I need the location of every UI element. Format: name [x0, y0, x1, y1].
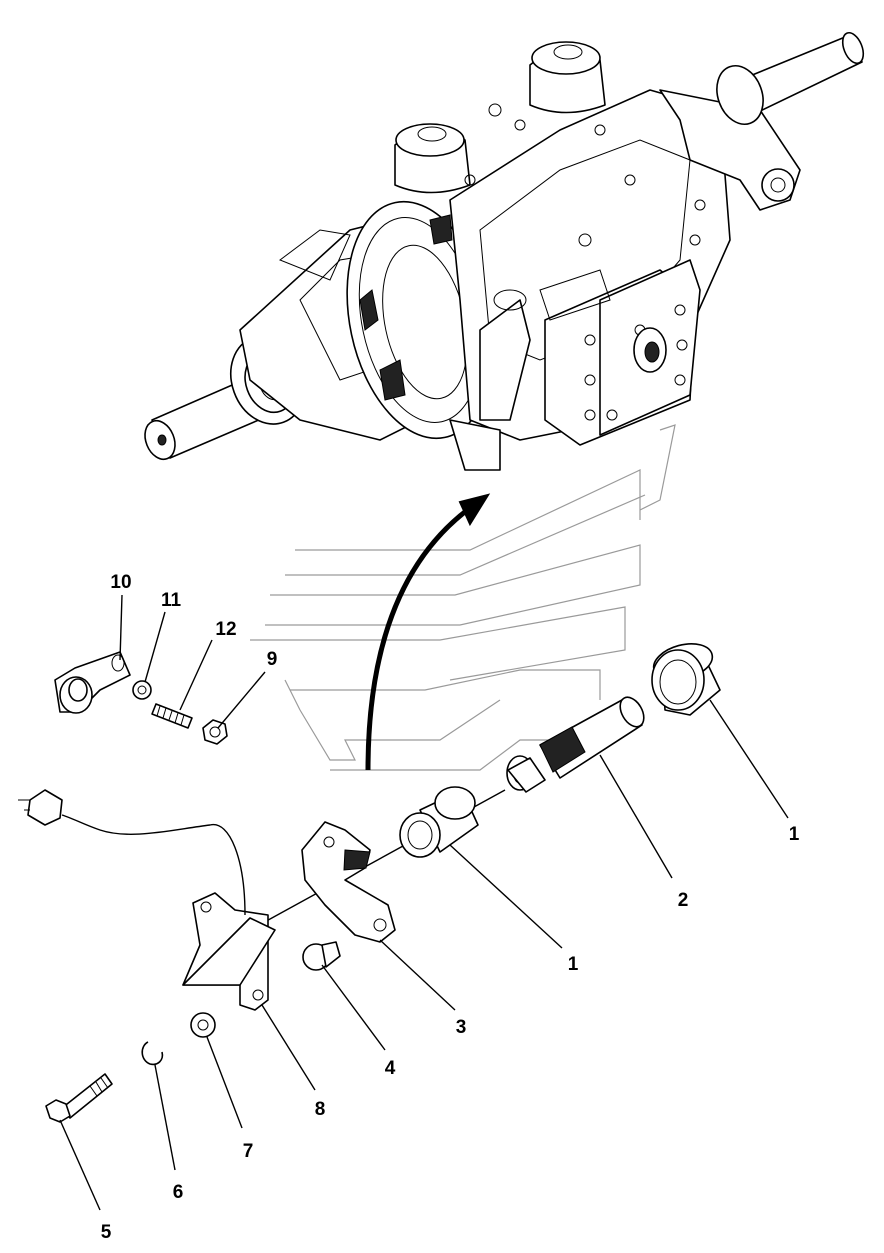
callout-2: 2 — [678, 890, 689, 911]
callout-10: 10 — [110, 572, 131, 593]
part-bushing-4 — [302, 941, 341, 971]
transmission-assembly-illustration — [144, 31, 865, 471]
callout-1-right: 1 — [789, 824, 800, 845]
part-bushing-1-right — [651, 643, 721, 716]
callout-8: 8 — [315, 1099, 326, 1120]
sensor-cable-connector — [18, 789, 246, 916]
callout-12: 12 — [215, 619, 236, 640]
part-clamp-10 — [54, 651, 131, 714]
callout-9: 9 — [267, 649, 278, 670]
leader-lines — [59, 594, 789, 1211]
location-arrow — [365, 493, 491, 771]
part-bolt-5 — [45, 1073, 113, 1123]
callout-3: 3 — [456, 1017, 467, 1038]
callout-5: 5 — [101, 1222, 112, 1243]
part-bracket-3 — [301, 821, 396, 943]
callout-labels: 10 11 12 9 1 2 1 3 4 8 7 6 5 — [101, 572, 800, 1243]
housing-outline-ghost — [250, 424, 676, 771]
callout-4: 4 — [385, 1058, 396, 1079]
part-washer-11 — [132, 680, 152, 700]
callout-11: 11 — [161, 590, 182, 611]
part-stud-12 — [151, 703, 193, 729]
callout-7: 7 — [243, 1141, 254, 1162]
part-lock-washer-6 — [141, 1041, 164, 1066]
part-bushing-1-mid — [399, 786, 479, 858]
part-plate-8 — [182, 892, 276, 1011]
part-sensor-probe-2 — [249, 696, 645, 931]
part-nut-9 — [202, 719, 228, 745]
part-spacer-7 — [190, 1012, 216, 1038]
callout-6: 6 — [173, 1182, 184, 1203]
callout-1-mid: 1 — [568, 954, 579, 975]
